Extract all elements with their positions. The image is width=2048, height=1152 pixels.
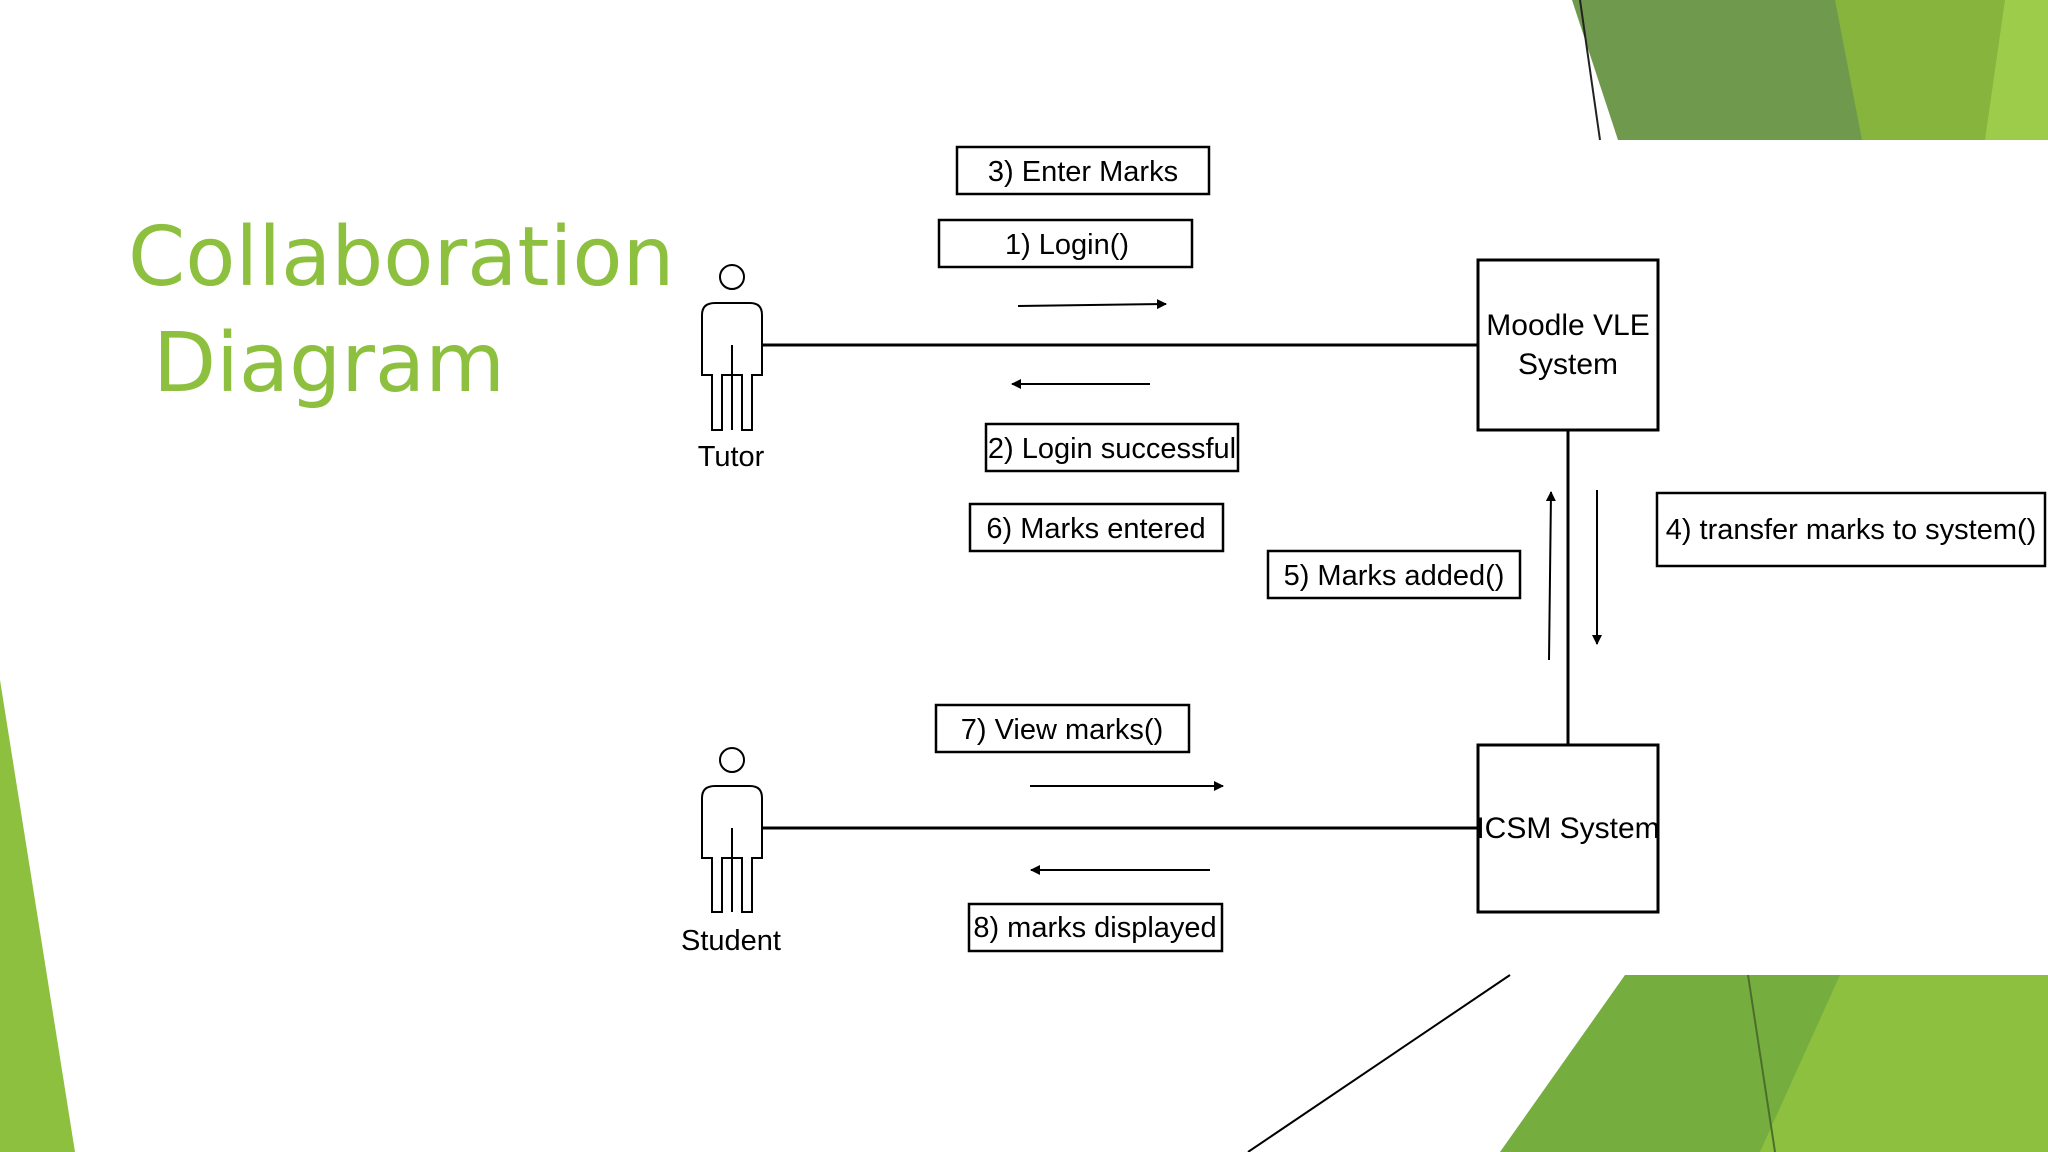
moodle-label-line-2: System bbox=[1518, 348, 1618, 381]
message-5-label: 5) Marks added() bbox=[1284, 560, 1505, 592]
student-actor: Student bbox=[681, 747, 781, 957]
message-1-box: 1) Login() bbox=[937, 218, 1194, 269]
message-2-box: 2) Login successful bbox=[984, 422, 1240, 473]
deco-top-right-line bbox=[1579, 0, 1601, 141]
deco-bottom-right-bright bbox=[1760, 975, 2048, 1152]
tutor-actor: Tutor bbox=[698, 264, 765, 473]
student-label: Student bbox=[681, 925, 781, 957]
arrow-marks-added-up bbox=[1545, 491, 1556, 661]
message-2-label: 2) Login successful bbox=[988, 433, 1236, 465]
arrow-login-right bbox=[1017, 299, 1167, 310]
message-3-label: 3) Enter Marks bbox=[988, 156, 1178, 188]
message-4-label: 4) transfer marks to system() bbox=[1666, 514, 2037, 546]
deco-top-right-light bbox=[1985, 0, 2048, 140]
icsm-label: ICSM System bbox=[1476, 812, 1659, 845]
slide-title: Collaboration Diagram bbox=[128, 205, 688, 417]
moodle-label-line-1: Moodle VLE bbox=[1486, 309, 1649, 342]
message-6-label: 6) Marks entered bbox=[986, 513, 1205, 545]
message-6-box: 6) Marks entered bbox=[968, 502, 1225, 553]
title-line-1: Collaboration bbox=[128, 210, 675, 305]
tutor-label: Tutor bbox=[698, 441, 765, 473]
deco-bottom-right-line bbox=[1747, 974, 1776, 1152]
message-5-box: 5) Marks added() bbox=[1266, 549, 1522, 600]
message-3-box: 3) Enter Marks bbox=[955, 145, 1211, 196]
message-7-box: 7) View marks() bbox=[934, 703, 1191, 754]
title-line-2: Diagram bbox=[153, 316, 506, 411]
message-8-label: 8) marks displayed bbox=[973, 912, 1216, 944]
deco-left-strip bbox=[0, 680, 75, 1152]
message-7-label: 7) View marks() bbox=[961, 714, 1164, 746]
moodle-system-box: Moodle VLE System bbox=[1476, 258, 1660, 432]
message-8-box: 8) marks displayed bbox=[967, 902, 1224, 953]
message-4-box: 4) transfer marks to system() bbox=[1655, 491, 2047, 568]
message-1-label: 1) Login() bbox=[1005, 229, 1129, 261]
deco-bottom-diagonal-line bbox=[1247, 974, 1511, 1152]
icsm-system-box: ICSM System bbox=[1476, 743, 1660, 914]
